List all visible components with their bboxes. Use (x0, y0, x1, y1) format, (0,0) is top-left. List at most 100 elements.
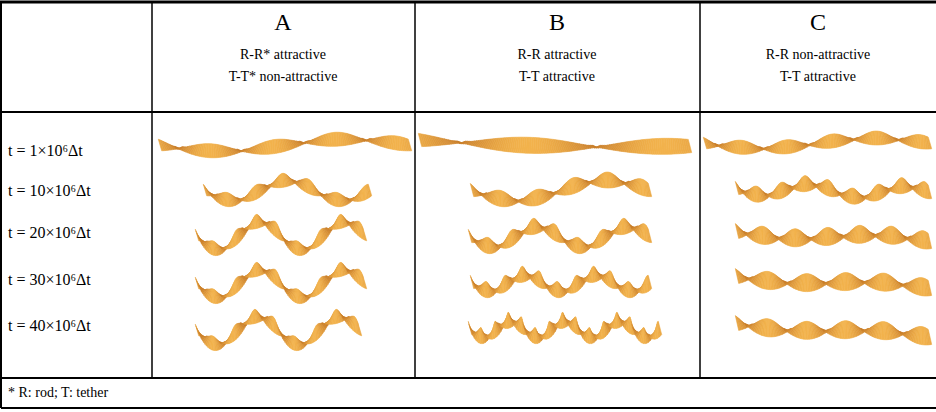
ribbon-segment (252, 263, 255, 277)
ribbon-segment (602, 172, 605, 187)
ribbon-segment (872, 186, 876, 201)
ribbon-illustrations (158, 131, 931, 351)
ribbon-segment (294, 241, 297, 255)
ribbon-segment (888, 226, 891, 244)
ribbon-segment (647, 182, 651, 196)
ribbon (735, 269, 931, 296)
ribbon (203, 173, 371, 206)
ribbon-segment (278, 174, 281, 188)
ribbon-segment (824, 180, 828, 195)
ribbon-segment (801, 176, 804, 192)
ribbon-segment (927, 137, 932, 149)
table-rule (0, 1, 936, 4)
ribbon-segment (776, 184, 780, 199)
ribbon-segment (358, 322, 362, 335)
ribbon-segment (624, 282, 628, 297)
ribbon (195, 262, 366, 303)
ribbon-segment (927, 233, 931, 249)
ribbon-segment (927, 184, 931, 199)
ribbon-segment (821, 228, 825, 245)
ribbon-segment (895, 179, 899, 194)
ribbon (195, 309, 361, 350)
ribbon-segment (332, 192, 335, 205)
ribbon-segment (849, 188, 852, 204)
ribbon-segment (637, 179, 640, 194)
ribbon-segment (558, 313, 562, 328)
ribbon-segment (589, 267, 593, 282)
ribbon-segment (920, 182, 924, 197)
ribbon-segment (619, 219, 622, 235)
ribbon-segment (518, 267, 522, 282)
ribbon-segment (250, 188, 253, 202)
table-rule (699, 2, 701, 378)
ribbon-segment (223, 192, 226, 206)
ribbon-segment (647, 228, 651, 243)
ribbon-segment (532, 190, 535, 206)
ribbon-segment (307, 179, 309, 193)
ribbon-segment (658, 321, 662, 337)
ribbon-segment (210, 336, 213, 350)
ribbon-segment (918, 231, 922, 248)
ribbon-segment (751, 186, 755, 201)
ribbon-segment (294, 289, 297, 303)
ribbon-segment (482, 282, 486, 297)
table-rule (1, 407, 936, 409)
ribbon-segment (363, 275, 367, 288)
ribbon-segment (252, 215, 255, 229)
ribbon-segment (791, 229, 794, 247)
ribbon-segment (495, 190, 498, 205)
ribbon (703, 131, 931, 154)
ribbon-segment (853, 226, 857, 243)
ribbon-segment (756, 226, 760, 243)
ribbon-segment (251, 310, 254, 324)
ribbon-segment (528, 220, 532, 235)
ribbon-segment (790, 229, 794, 246)
ribbon-segment (483, 237, 487, 252)
table-rule (0, 2, 2, 408)
ribbon (470, 266, 651, 297)
ribbon-segment (503, 313, 507, 328)
ribbon-segment (210, 289, 213, 303)
ribbon-segment (361, 187, 364, 201)
ribbon-segment (823, 228, 826, 246)
ribbon-segment (585, 328, 589, 343)
ribbon-segment (886, 226, 890, 243)
ribbon-segment (336, 263, 339, 277)
ribbon-segment (497, 190, 500, 206)
ribbon-segment (573, 237, 577, 252)
ribbon-segment (568, 179, 571, 195)
ribbon (195, 214, 366, 255)
ribbon (468, 218, 651, 253)
ribbon-segment (758, 226, 761, 243)
ribbon-segment (363, 227, 367, 240)
ribbon-segment (334, 192, 337, 206)
ribbon-segment (847, 188, 851, 203)
ribbon-segment (686, 139, 691, 153)
ribbon-segment (291, 336, 294, 350)
ribbon-segment (603, 172, 606, 188)
ribbon-segment (854, 226, 857, 243)
ribbon-segment (476, 328, 480, 343)
ribbon-segment (531, 328, 535, 343)
ribbon (470, 172, 651, 207)
ribbon-segment (305, 179, 308, 193)
ribbon-segment (574, 237, 577, 253)
ribbon-segment (407, 139, 412, 151)
ribbon-segment (529, 219, 532, 235)
ribbon (735, 316, 931, 345)
table-rule (1, 377, 936, 379)
ribbon-segment (897, 178, 900, 194)
ribbon-segment (639, 328, 643, 343)
ribbon-segment (210, 241, 213, 255)
ribbon-segment (639, 179, 642, 195)
ribbon-segment (612, 313, 616, 328)
table-rule (414, 2, 416, 378)
ribbon-segment (566, 180, 569, 195)
ribbon-segment (618, 220, 622, 235)
ribbon (418, 133, 691, 154)
table-rule (1, 111, 936, 113)
ribbon (468, 312, 661, 343)
ribbon-segment (799, 177, 803, 192)
ribbon-segment (336, 215, 339, 229)
